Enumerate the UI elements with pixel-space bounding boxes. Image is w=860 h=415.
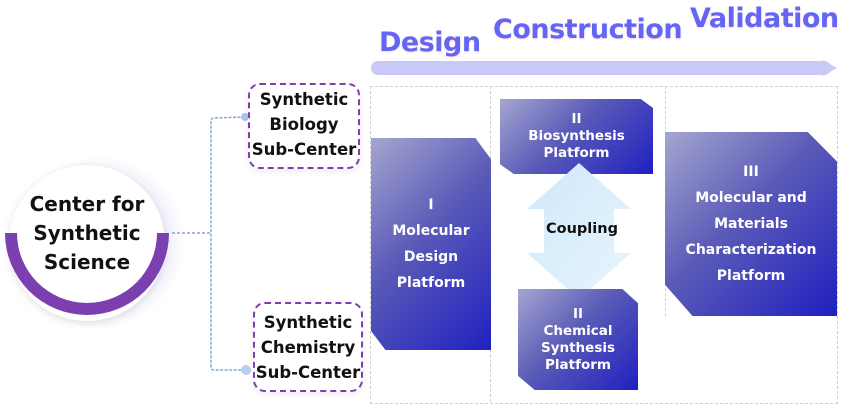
sub-center-line: Synthetic xyxy=(259,90,349,109)
platform-line: Platform xyxy=(716,268,786,284)
platform-line: Platform xyxy=(545,356,611,373)
center-title-line-3: Science xyxy=(43,250,131,274)
platform-numeral: II xyxy=(572,305,584,322)
platform-line: Chemical xyxy=(543,322,613,339)
connector-node-chemistry xyxy=(241,365,251,375)
sub-center-synthetic-chemistry: Synthetic Chemistry Sub-Center xyxy=(253,302,363,392)
center-node: Center for Synthetic Science xyxy=(2,155,187,330)
coupling-label: Coupling xyxy=(546,221,618,237)
center-title-line-1: Center for xyxy=(29,192,145,216)
platform-chemical-synthesis: II Chemical Synthesis Platform xyxy=(518,289,638,390)
sub-center-line: Sub-Center xyxy=(251,140,357,159)
center-title-line-2: Synthetic xyxy=(33,221,141,245)
platform-line: Synthesis xyxy=(540,339,616,356)
platforms-container xyxy=(370,86,838,404)
sub-center-line: Chemistry xyxy=(260,338,356,357)
platform-line: Materials xyxy=(714,216,788,232)
platform-molecular-design: I Molecular Design Platform xyxy=(371,138,491,350)
platform-line: Platform xyxy=(543,145,610,161)
platform-numeral: II xyxy=(571,111,582,127)
phase-validation-label: Validation xyxy=(690,3,839,34)
timeline-arrow-bar xyxy=(371,61,831,75)
platform-numeral: I xyxy=(428,197,434,213)
platform-line: Platform xyxy=(396,275,466,291)
sub-center-line: Sub-Center xyxy=(255,363,361,382)
platform-biosynthesis: II Biosynthesis Platform xyxy=(500,99,653,174)
phase-design-label: Design xyxy=(379,27,481,58)
sub-center-line: Biology xyxy=(269,115,339,134)
platform-numeral: III xyxy=(743,164,759,180)
platform-line: Molecular xyxy=(392,223,470,239)
connector-node-biology xyxy=(241,113,249,121)
center-ring-icon xyxy=(5,165,169,321)
connector-branch xyxy=(210,116,246,371)
timeline-arrow-head-icon xyxy=(823,60,837,76)
sub-center-line: Synthetic xyxy=(263,313,353,332)
platform-line: Characterization xyxy=(685,242,817,258)
platform-line: Biosynthesis xyxy=(528,128,625,144)
platform-characterization: III Molecular and Materials Characteriza… xyxy=(665,132,837,316)
platform-line: Molecular and xyxy=(695,190,807,206)
center-title: Center for Synthetic Science xyxy=(2,190,172,277)
sub-center-synthetic-biology: Synthetic Biology Sub-Center xyxy=(248,83,360,169)
platform-line: Design xyxy=(403,249,459,265)
phase-construction-label: Construction xyxy=(493,14,683,45)
coupling-double-arrow-icon xyxy=(527,163,631,299)
